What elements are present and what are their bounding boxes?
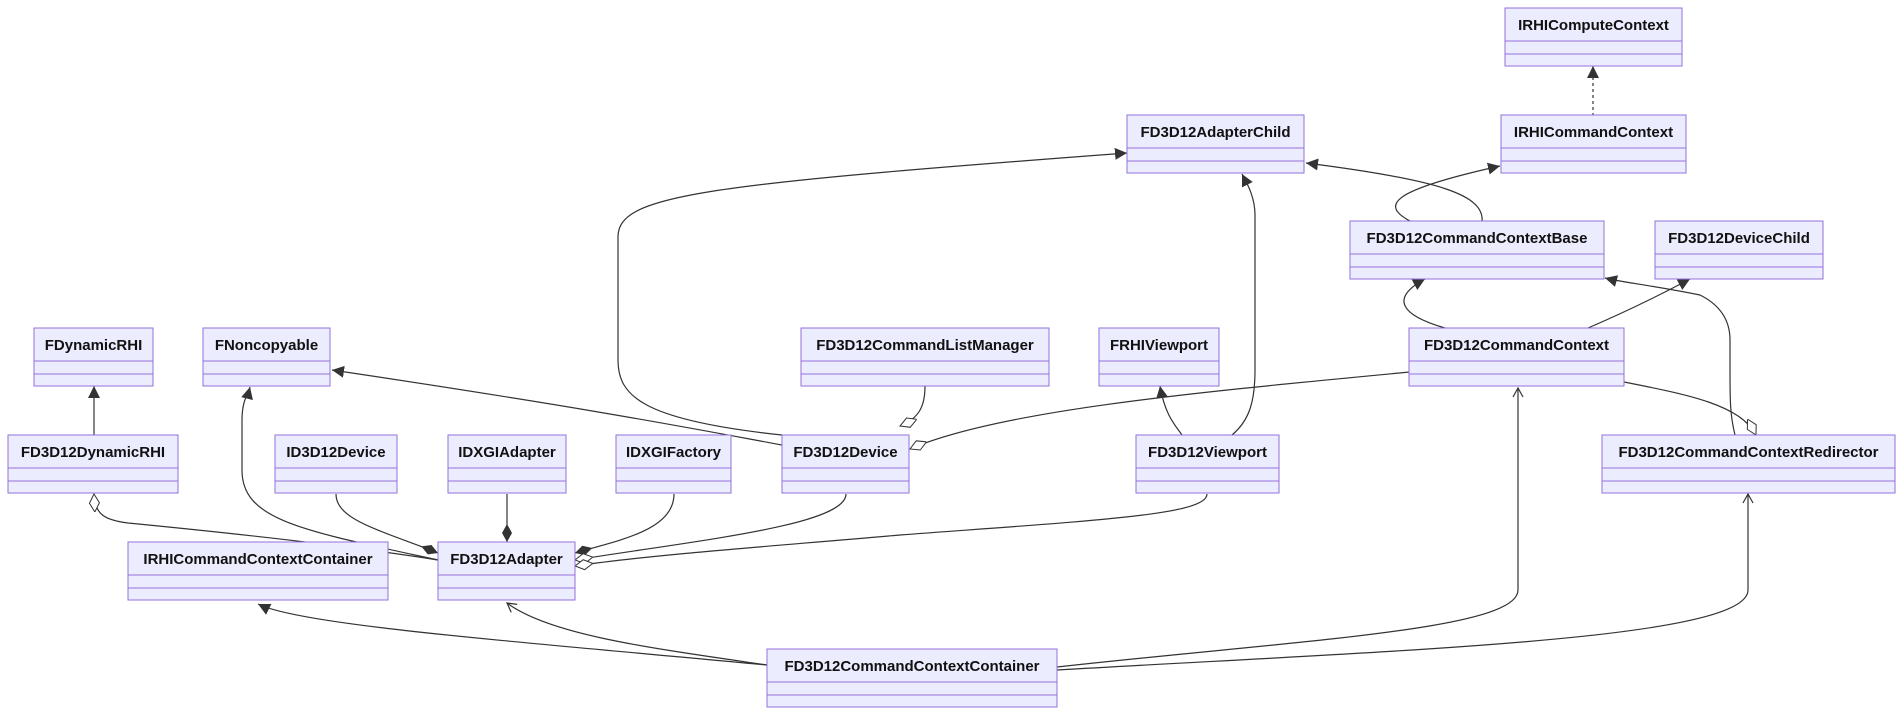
class-box-frame — [1408, 327, 1625, 387]
class-box-fd3d12adapter[interactable]: FD3D12Adapter — [437, 541, 576, 601]
edge-viewport-to-frhiviewport — [1156, 385, 1183, 436]
edge-commandcontext-to-device — [910, 371, 1411, 449]
class-box-label: FD3D12DynamicRHI — [21, 444, 165, 461]
class-box-frame — [1654, 220, 1824, 280]
class-box-label: FD3D12Adapter — [450, 551, 563, 568]
class-box-label: FD3D12CommandContext — [1424, 337, 1609, 354]
class-box-fd3d12commandcontextredirector[interactable]: FD3D12CommandContextRedirector — [1601, 434, 1896, 494]
class-box-frame — [615, 434, 732, 494]
class-box-frame — [1126, 114, 1305, 174]
class-box-frame — [33, 327, 154, 387]
class-box-fd3d12commandcontext[interactable]: FD3D12CommandContext — [1408, 327, 1625, 387]
class-box-label: FD3D12CommandContextRedirector — [1618, 444, 1878, 461]
edge-commandcontext-to-commandcontextbase — [1403, 278, 1446, 329]
relations-layer — [88, 66, 1756, 671]
edge-adapter-to-fnoncopyable — [241, 386, 439, 561]
edge-device-to-adapterchild — [617, 147, 1128, 436]
class-box-idxgifactory[interactable]: IDXGIFactory — [615, 434, 732, 494]
class-box-frame — [7, 434, 179, 494]
class-box-frame — [437, 541, 576, 601]
classes-layer: IRHIComputeContext FD3D12AdapterChild IR… — [7, 7, 1896, 708]
edge-commandcontext-to-devicechild — [1587, 278, 1691, 329]
class-box-label: FD3D12AdapterChild — [1140, 124, 1290, 141]
edge-id3d12device-to-adapter — [335, 493, 439, 555]
edge-commandcontextbase-to-adapterchild — [1305, 158, 1483, 223]
class-box-label: FDynamicRHI — [45, 337, 143, 354]
class-box-label: FD3D12CommandContextContainer — [784, 658, 1039, 675]
edge-viewport-to-adapterchild — [1231, 173, 1256, 436]
class-box-frame — [766, 648, 1058, 708]
class-box-frame — [274, 434, 398, 494]
class-box-irhicommandcontext[interactable]: IRHICommandContext — [1500, 114, 1687, 174]
class-box-fd3d12commandcontextcontainer[interactable]: FD3D12CommandContextContainer — [766, 648, 1058, 708]
edge-container-to-adapter — [506, 602, 768, 666]
class-box-label: FD3D12Device — [793, 444, 897, 461]
edge-container-to-commandcontext — [1056, 386, 1524, 668]
class-box-label: FD3D12Viewport — [1148, 444, 1267, 461]
class-box-frame — [800, 327, 1050, 387]
class-box-fd3d12dynamicrhi[interactable]: FD3D12DynamicRHI — [7, 434, 179, 494]
class-box-fnoncopyable[interactable]: FNoncopyable — [202, 327, 331, 387]
class-box-label: FD3D12CommandContextBase — [1367, 230, 1588, 247]
class-box-frame — [1135, 434, 1280, 494]
class-box-frame — [1098, 327, 1220, 387]
class-box-fd3d12device[interactable]: FD3D12Device — [781, 434, 910, 494]
class-box-frame — [447, 434, 567, 494]
edge-container-to-irhicommandcontextcontainer — [257, 603, 768, 666]
edge-device-to-fnoncopyable — [331, 365, 783, 446]
class-box-fd3d12commandcontextbase[interactable]: FD3D12CommandContextBase — [1349, 220, 1605, 280]
class-box-frame — [202, 327, 331, 387]
class-box-fd3d12devicechild[interactable]: FD3D12DeviceChild — [1654, 220, 1824, 280]
class-box-label: FD3D12CommandListManager — [816, 337, 1034, 354]
class-box-fd3d12viewport[interactable]: FD3D12Viewport — [1135, 434, 1280, 494]
class-box-frame — [1500, 114, 1687, 174]
class-box-frame — [781, 434, 910, 494]
edge-redirector-to-commandcontextbase — [1604, 275, 1736, 436]
class-box-frame — [1504, 7, 1683, 67]
class-box-label: FNoncopyable — [215, 337, 318, 354]
class-box-id3d12device[interactable]: ID3D12Device — [274, 434, 398, 494]
class-box-fd3d12commandlistmanager[interactable]: FD3D12CommandListManager — [800, 327, 1050, 387]
class-box-frame — [127, 541, 389, 601]
class-box-fd3d12adapterchild[interactable]: FD3D12AdapterChild — [1126, 114, 1305, 174]
class-box-label: FD3D12DeviceChild — [1668, 230, 1810, 247]
edge-viewport-to-adapter — [575, 493, 1208, 566]
edge-device-to-adapter — [575, 493, 847, 560]
class-box-label: IRHICommandContextContainer — [143, 551, 372, 568]
class-box-label: ID3D12Device — [286, 444, 385, 461]
class-box-label: IDXGIFactory — [626, 444, 722, 461]
class-box-frame — [1601, 434, 1896, 494]
edge-commandlistmanager-to-device — [900, 385, 926, 426]
class-box-label: IDXGIAdapter — [458, 444, 556, 461]
edge-idxgifactory-to-adapter — [574, 493, 675, 556]
class-box-frhiviewport[interactable]: FRHIViewport — [1098, 327, 1220, 387]
class-box-irhicommandcontextcontainer[interactable]: IRHICommandContextContainer — [127, 541, 389, 601]
edge-container-to-redirector — [1056, 492, 1754, 671]
class-box-label: IRHICommandContext — [1514, 124, 1673, 141]
class-box-idxgiadapter[interactable]: IDXGIAdapter — [447, 434, 567, 494]
edge-commandcontext-to-redirector — [1623, 381, 1756, 435]
class-box-label: FRHIViewport — [1110, 337, 1208, 354]
class-box-label: IRHIComputeContext — [1518, 17, 1669, 34]
class-box-fdynamicrhi[interactable]: FDynamicRHI — [33, 327, 154, 387]
class-box-irhicomputecontext[interactable]: IRHIComputeContext — [1504, 7, 1683, 67]
edge-commandcontextbase-to-irhicommandcontext — [1395, 162, 1501, 223]
class-box-frame — [1349, 220, 1605, 280]
